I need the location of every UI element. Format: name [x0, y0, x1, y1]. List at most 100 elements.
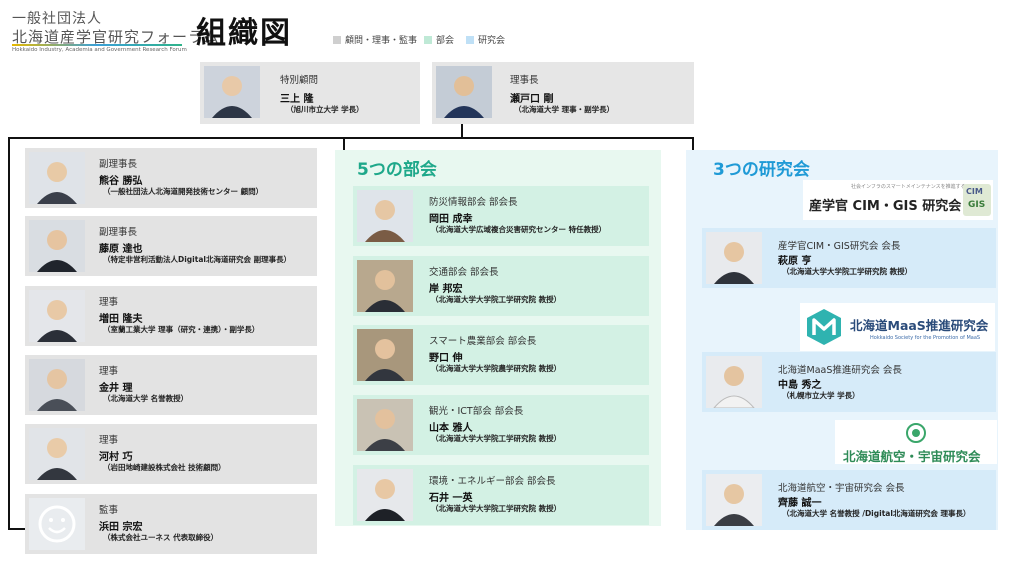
cim-gis-badge-icon: CIM GIS — [963, 184, 991, 216]
director-photo — [29, 290, 85, 342]
bukai-card: 防災情報部会 部会長 岡田 成幸 （北海道大学広域複合災害研究センター 特任教授… — [353, 186, 649, 246]
role-label: 北海道MaaS推進研究会 会長 — [778, 365, 902, 376]
logo-underline — [12, 44, 182, 46]
person-name: 増田 隆夫 — [99, 314, 143, 325]
advisor-card: 特別顧問 三上 隆 （旭川市立大学 学長） — [200, 62, 420, 124]
person-name: 岡田 成幸 — [429, 214, 473, 225]
person-name: 中島 秀之 — [778, 380, 822, 391]
connector-tick — [8, 528, 25, 530]
person-name: 金井 理 — [99, 383, 133, 394]
affiliation: （特定非営利活動法人Digital北海道研究会 副理事長） — [103, 255, 292, 264]
role-label: 理事 — [99, 297, 119, 308]
person-icon — [29, 428, 85, 480]
bukai-photo — [357, 469, 413, 521]
person-icon — [436, 66, 492, 118]
director-card: 理事 増田 隆夫 （室蘭工業大学 理事（研究・連携）・副学長） — [25, 286, 317, 346]
affiliation: （北海道大学 名誉教授 /Digital北海道研究会 理事長） — [782, 509, 971, 518]
affiliation: （北海道大学大学院農学研究院 教授） — [431, 364, 562, 373]
role-label: 防災情報部会 部会長 — [429, 197, 518, 208]
role-label: 環境・エネルギー部会 部会長 — [429, 476, 556, 487]
person-icon — [204, 66, 260, 118]
legend-label: 顧問・理事・監事 — [345, 36, 418, 46]
affiliation: （北海道大学 理事・副学長） — [514, 105, 615, 114]
role-label: 北海道航空・宇宙研究会 会長 — [778, 483, 905, 494]
affiliation: （北海道大学 名誉教授） — [103, 394, 189, 403]
connector-horizontal — [8, 137, 694, 139]
role-label: 副理事長 — [99, 159, 138, 170]
director-photo — [29, 359, 85, 411]
org-name-english: Hokkaido Industry, Academia and Governme… — [12, 47, 187, 53]
space-emblem-icon — [906, 423, 926, 443]
chair-card: 理事長 瀬戸口 剛 （北海道大学 理事・副学長） — [432, 62, 694, 124]
bukai-card: 環境・エネルギー部会 部会長 石井 一英 （北海道大学大学院工学研究院 教授） — [353, 465, 649, 525]
kenkyukai-photo — [706, 232, 762, 284]
space-logo-title: 北海道航空・宇宙研究会 — [843, 449, 981, 464]
person-name: 浜田 宗宏 — [99, 522, 143, 533]
role-label: 理事 — [99, 435, 119, 446]
role-label: スマート農業部会 部会長 — [429, 336, 537, 347]
affiliation: （北海道大学大学院工学研究院 教授） — [782, 267, 913, 276]
maas-m-icon — [807, 309, 841, 345]
cim-logo-caption: 社会インフラのスマートメインテナンスを推進する — [851, 184, 966, 190]
org-name: 北海道産学官研究フォーラム — [12, 28, 220, 46]
person-icon — [706, 474, 762, 526]
kenkyukai-photo — [706, 356, 762, 408]
role-label: 観光・ICT部会 部会長 — [429, 406, 524, 417]
affiliation: （岩田地崎建設株式会社 技術顧問） — [103, 463, 226, 472]
legend-item-bukai: 部会 — [424, 33, 454, 46]
affiliation: （一般社団法人北海道開発技術センター 顧問） — [103, 187, 264, 196]
role-label: 交通部会 部会長 — [429, 267, 499, 278]
chair-photo — [436, 66, 492, 118]
director-card: 理事 河村 巧 （岩田地崎建設株式会社 技術顧問） — [25, 424, 317, 484]
person-name: 藤原 達也 — [99, 244, 143, 255]
cim-logo-title: 産学官 CIM・GIS 研究会 — [809, 199, 962, 214]
smiley-placeholder-icon — [29, 498, 85, 550]
legend-item-kenkyukai: 研究会 — [466, 33, 505, 46]
affiliation: （北海道大学大学院工学研究院 教授） — [431, 295, 562, 304]
bukai-photo — [357, 260, 413, 312]
connector-directors — [8, 137, 10, 529]
person-icon — [357, 469, 413, 521]
bukai-photo — [357, 399, 413, 451]
legend-item-directors: 顧問・理事・監事 — [333, 33, 417, 46]
role-label: 特別顧問 — [280, 75, 319, 86]
role-label: 副理事長 — [99, 227, 138, 238]
kenkyukai-card: 北海道航空・宇宙研究会 会長 齊藤 誠一 （北海道大学 名誉教授 /Digita… — [702, 470, 996, 530]
person-name: 三上 隆 — [280, 94, 314, 105]
person-icon — [706, 232, 762, 284]
director-photo — [29, 498, 85, 550]
director-photo — [29, 152, 85, 204]
person-name: 齊藤 誠一 — [778, 498, 822, 509]
director-card: 副理事長 熊谷 勝弘 （一般社団法人北海道開発技術センター 顧問） — [25, 148, 317, 208]
maas-logo-subtitle: Hokkaido Society for the Promotion of Ma… — [870, 335, 981, 341]
person-icon — [29, 290, 85, 342]
bukai-title: 5つの部会 — [357, 160, 437, 180]
person-icon — [29, 152, 85, 204]
person-icon — [357, 190, 413, 242]
person-name: 河村 巧 — [99, 452, 133, 463]
role-label: 理事 — [99, 366, 119, 377]
person-name: 熊谷 勝弘 — [99, 176, 143, 187]
affiliation: （株式会社ユーネス 代表取締役） — [103, 533, 219, 542]
person-name: 山本 雅人 — [429, 423, 473, 434]
affiliation: （旭川市立大学 学長） — [286, 105, 364, 114]
affiliation: （室蘭工業大学 理事（研究・連携）・副学長） — [103, 325, 260, 334]
bukai-photo — [357, 190, 413, 242]
kenkyukai-photo — [706, 474, 762, 526]
kenkyukai-title: 3つの研究会 — [713, 160, 810, 180]
page-title: 組織図 — [196, 16, 292, 51]
org-type-label: 一般社団法人 — [12, 11, 102, 27]
director-photo — [29, 428, 85, 480]
person-icon — [357, 329, 413, 381]
connector-chair-down — [461, 124, 463, 138]
person-icon — [706, 356, 762, 408]
affiliation: （北海道大学大学院工学研究院 教授） — [431, 504, 562, 513]
role-label: 産学官CIM・GIS研究会 会長 — [778, 241, 901, 252]
cim-badge-text: CIM — [966, 187, 983, 196]
person-name: 野口 伸 — [429, 353, 463, 364]
bukai-photo — [357, 329, 413, 381]
person-name: 萩原 亨 — [778, 256, 812, 267]
maas-logo: 北海道MaaS推進研究会 Hokkaido Society for the Pr… — [800, 303, 995, 351]
legend-swatch — [333, 35, 341, 44]
director-card: 監事 浜田 宗宏 （株式会社ユーネス 代表取締役） — [25, 494, 317, 554]
